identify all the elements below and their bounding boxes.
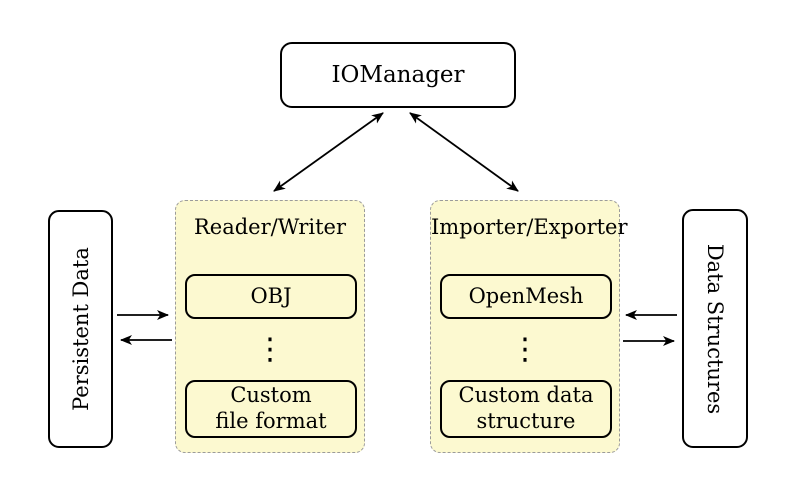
reader-writer-panel: Reader/Writer OBJ ⋮ Custom file format (175, 200, 365, 453)
vertical-ellipsis-icon: ⋮ (255, 332, 285, 367)
persistent-data-box: Persistent Data (48, 210, 113, 448)
iomanager-box: IOManager (280, 42, 516, 108)
data-structures-box: Data Structures (682, 209, 748, 448)
format-item-openmesh: OpenMesh (440, 274, 612, 319)
importer-exporter-panel: Importer/Exporter OpenMesh ⋮ Custom data… (430, 200, 628, 453)
reader-writer-title: Reader/Writer (193, 215, 347, 239)
format-item-custom-data-structure: Custom data structure (440, 380, 612, 438)
arrow-iomanager-importerexporter (409, 112, 519, 192)
persistent-data-label: Persistent Data (68, 247, 93, 411)
iomanager-label: IOManager (331, 62, 465, 88)
format-item-custom-file-format: Custom file format (185, 380, 357, 438)
importer-exporter-title: Importer/Exporter (431, 215, 628, 239)
format-item-obj: OBJ (185, 274, 357, 319)
vertical-ellipsis-icon: ⋮ (510, 332, 540, 367)
data-structures-label: Data Structures (703, 243, 728, 414)
arrow-iomanager-readerwriter (273, 112, 384, 192)
